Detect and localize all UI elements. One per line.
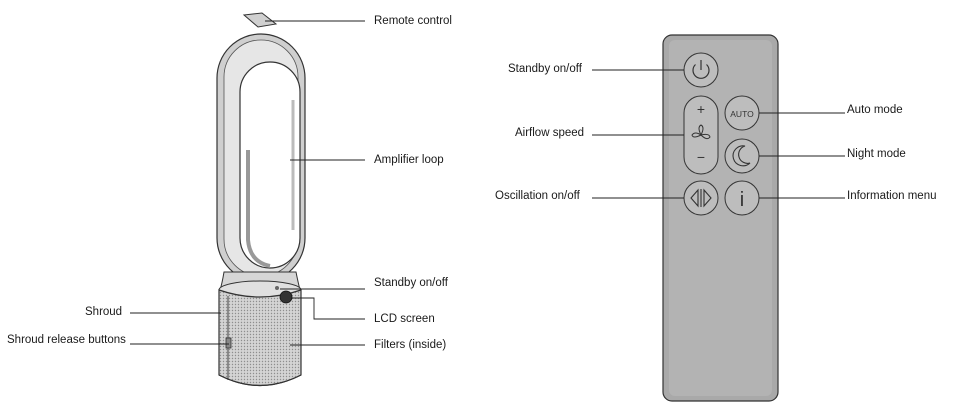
- label-auto-mode: Auto mode: [847, 104, 903, 116]
- fan-icon: [691, 124, 711, 140]
- minus-label: −: [697, 149, 705, 165]
- remote-standby-button[interactable]: [683, 52, 719, 88]
- power-icon: [692, 60, 710, 79]
- moon-icon: [732, 145, 751, 167]
- label-fan-standby: Standby on/off: [374, 277, 448, 289]
- label-shroud: Shroud: [85, 306, 123, 318]
- label-airflow: Airflow speed: [515, 127, 585, 139]
- plus-label: +: [697, 101, 705, 117]
- remote-illustration: + − AUTO: [592, 34, 845, 402]
- fan-base: [218, 286, 302, 387]
- standby-button-dot: [275, 286, 279, 290]
- label-shroud-release: Shroud release buttons: [7, 334, 126, 346]
- auto-label: AUTO: [730, 109, 754, 119]
- remote-miniature: [242, 12, 278, 28]
- remote-night-button[interactable]: [724, 138, 760, 174]
- label-amplifier-loop: Amplifier loop: [374, 154, 444, 166]
- info-icon: i: [740, 189, 744, 211]
- label-remote-control: Remote control: [374, 15, 452, 27]
- label-filters: Filters (inside): [374, 339, 447, 351]
- label-lcd-screen: LCD screen: [374, 313, 435, 325]
- remote-info-button[interactable]: i: [724, 180, 760, 216]
- oscillation-icon: [690, 188, 712, 208]
- lcd-screen: [279, 290, 293, 304]
- label-info-menu: Information menu: [847, 190, 937, 202]
- amplifier-loop: [216, 33, 306, 283]
- remote-leader-lines: [592, 69, 845, 199]
- fan-illustration: [130, 12, 365, 387]
- remote-auto-button[interactable]: AUTO: [724, 95, 760, 131]
- fan-leader-lines: [130, 20, 365, 346]
- remote-airflow-rocker[interactable]: + −: [683, 95, 719, 175]
- remote-oscillation-button[interactable]: [683, 180, 719, 216]
- label-oscillation: Oscillation on/off: [495, 190, 580, 202]
- leader-lcd-screen: [292, 297, 365, 320]
- label-night-mode: Night mode: [847, 148, 906, 160]
- label-remote-standby: Standby on/off: [508, 63, 582, 75]
